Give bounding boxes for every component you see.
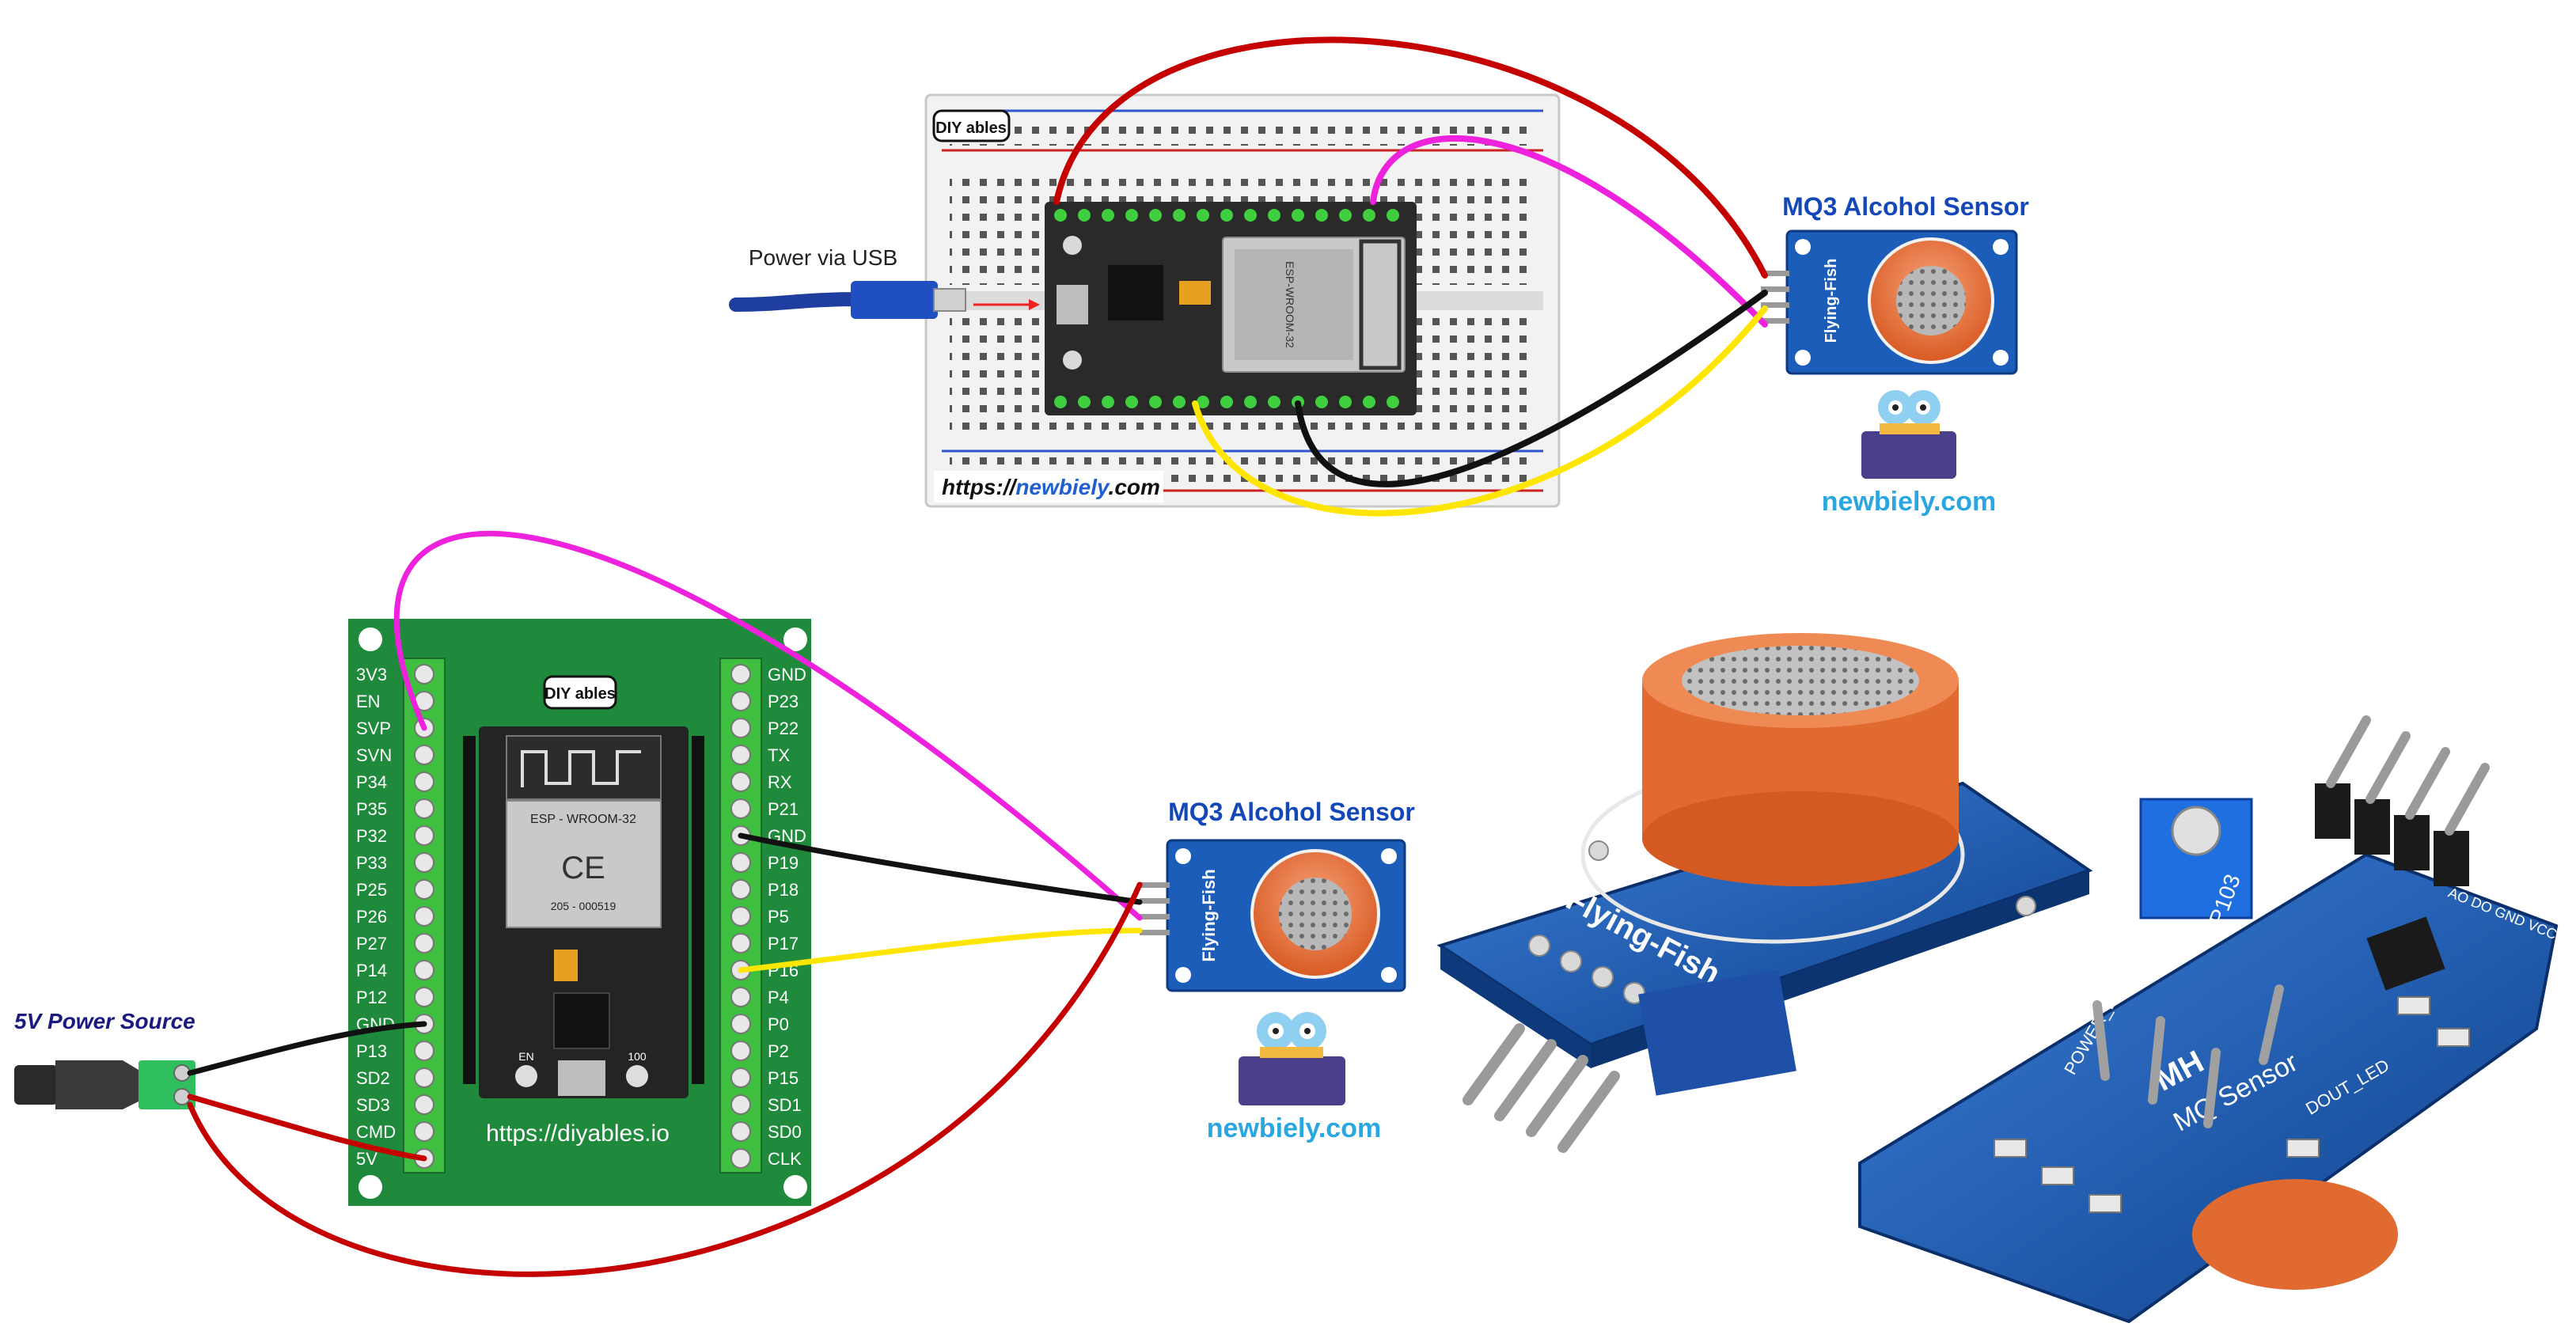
pin-label: P23 (768, 692, 799, 711)
pin-label: P35 (356, 799, 387, 819)
pin-label: 3V3 (356, 665, 387, 684)
wire-red-sensor (187, 882, 1143, 1277)
mq3-module-photo: Flying-Fish (1436, 633, 2559, 1324)
esp32-board-breadboard: ESP-WROOM-32 (1045, 202, 1417, 415)
pin-label: P22 (768, 718, 799, 738)
pin-label: SD3 (356, 1095, 390, 1115)
pin-label: P32 (356, 826, 387, 846)
usb-power-label: Power via USB (749, 245, 897, 270)
brand-watermark-bottom: newbiely.com (1207, 1113, 1381, 1143)
pin-label: P14 (356, 961, 387, 980)
wire-black-power (187, 1021, 427, 1076)
wire-yellow-bottom (738, 927, 1143, 973)
pin-label: P25 (356, 880, 387, 900)
sensor-back-board: P103 MH MQ Sensor POWER_LED DOUT_LED AO … (1858, 715, 2559, 1324)
pin-label: EN (356, 692, 381, 711)
svg-text:100: 100 (628, 1050, 647, 1063)
pin-label: P19 (768, 853, 799, 873)
mq3-sensor-top: Flying-Fish (1761, 229, 2018, 375)
pin-label: GND (768, 665, 806, 684)
sensor-title-top: MQ3 Alcohol Sensor (1782, 192, 2029, 221)
svg-text:ESP - WROOM-32: ESP - WROOM-32 (530, 813, 636, 826)
pin-label: TX (768, 745, 790, 765)
svg-text:DIY ables: DIY ables (544, 685, 616, 703)
pin-label: P2 (768, 1041, 789, 1061)
sensor-cylinder (1642, 633, 1959, 886)
pin-label: P12 (356, 988, 387, 1007)
terminal-wires (187, 530, 1143, 1277)
newbiely-mascot-top (1861, 390, 1956, 479)
svg-text:CE: CE (561, 851, 605, 885)
svg-text:Flying-Fish: Flying-Fish (1823, 259, 1840, 343)
diy-logo-board: DIY ables (543, 675, 617, 710)
svg-text:Flying-Fish: Flying-Fish (1199, 869, 1219, 961)
pin-label: SD2 (356, 1068, 390, 1088)
svg-text:205 - 000519: 205 - 000519 (551, 900, 616, 912)
terminal-diagram: 3V3 EN SVP SVN P34 P35 P32 P33 P25 P26 P… (14, 530, 1415, 1277)
pin-label: RX (768, 772, 792, 792)
pin-label: SD1 (768, 1095, 802, 1115)
wire-red-top (1053, 36, 1768, 279)
usb-cable (729, 281, 1040, 319)
pin-label: P17 (768, 934, 799, 954)
wire-black-bottom (738, 832, 1143, 905)
svg-text:EN: EN (518, 1050, 533, 1063)
brand-watermark-top: newbiely.com (1822, 487, 1996, 517)
pin-label: P33 (356, 853, 387, 873)
pin-label: P18 (768, 880, 799, 900)
breadboard-url-label: https://newbiely.com (934, 471, 1163, 502)
diy-logo: DIY ables (932, 109, 1011, 142)
pin-label: P26 (356, 907, 387, 927)
pin-label: P4 (768, 988, 789, 1007)
power-source-label: 5V Power Source (14, 1009, 195, 1033)
pin-label: P13 (356, 1041, 387, 1061)
breadboard-diagram: DIY ables ESP-WROOM-32 (729, 36, 2029, 517)
pin-label: P15 (768, 1068, 799, 1088)
wire-magenta-bottom (393, 530, 1143, 921)
pin-label: P27 (356, 934, 387, 954)
svg-text:ESP-WROOM-32: ESP-WROOM-32 (1284, 261, 1296, 348)
newbiely-mascot-bottom (1239, 1012, 1345, 1105)
breadboard-wires (1053, 36, 1768, 517)
pin-label: P34 (356, 772, 387, 792)
pin-label: SVP (356, 718, 391, 738)
sensor-title-bottom: MQ3 Alcohol Sensor (1168, 798, 1415, 826)
svg-text:DIY ables: DIY ables (935, 119, 1007, 137)
pin-label: P0 (768, 1014, 789, 1034)
pin-label: CMD (356, 1122, 396, 1142)
pin-label: 5V (356, 1149, 377, 1169)
svg-text:https://newbiely.com: https://newbiely.com (942, 475, 1160, 499)
pin-label: P21 (768, 799, 799, 819)
wire-red-power (187, 1094, 427, 1162)
pin-label: SD0 (768, 1122, 802, 1142)
pin-label: SVN (356, 745, 392, 765)
wire-black-top (1295, 290, 1768, 487)
mq3-sensor-bottom: Flying-Fish (1140, 839, 1406, 992)
dc-power-jack (14, 1060, 195, 1109)
wire-yellow-top (1192, 305, 1768, 517)
board-url: https://diyables.io (486, 1120, 670, 1147)
pin-label: P5 (768, 907, 789, 927)
pin-label: CLK (768, 1149, 802, 1169)
esp32-board-terminal: ESP - WROOM-32 CE 205 - 000519 EN 100 (463, 726, 704, 1098)
left-pin-labels: 3V3 EN SVP SVN P34 P35 P32 P33 P25 P26 P… (356, 665, 396, 1169)
wire-magenta-top (1370, 135, 1768, 328)
